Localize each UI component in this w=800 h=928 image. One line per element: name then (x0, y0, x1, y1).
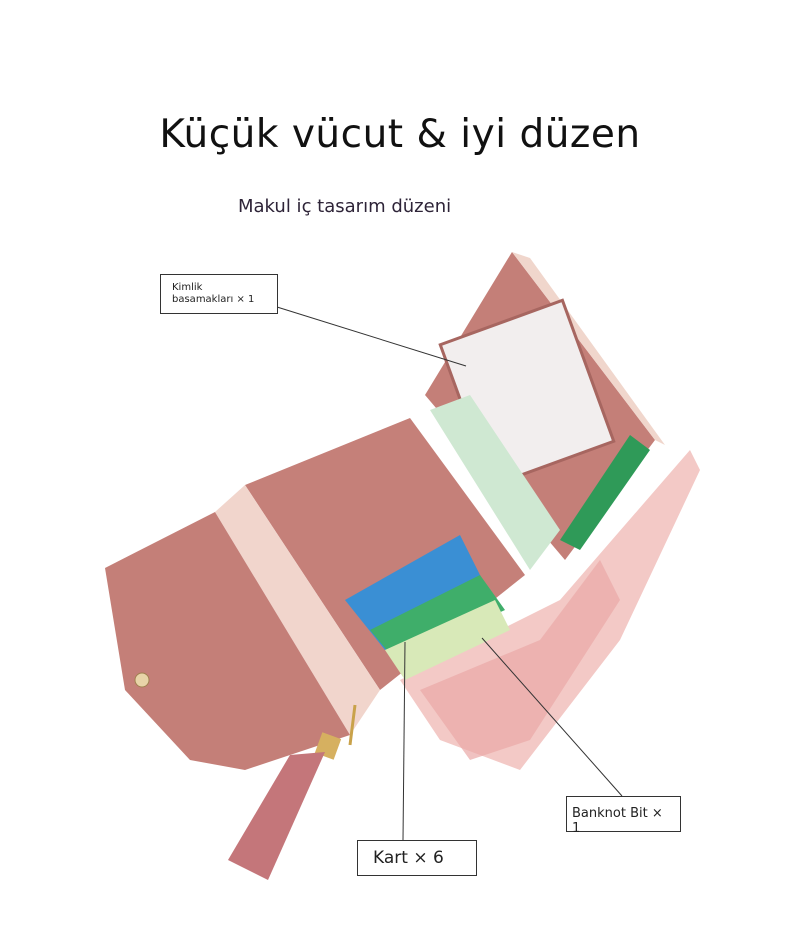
card-green (560, 435, 650, 550)
page-subtitle: Makul iç tasarım düzeni (238, 196, 452, 217)
wallet-flap (105, 512, 350, 770)
snap-button (134, 672, 150, 688)
tassel (228, 752, 325, 880)
callout-id-slot: Kimlik basamakları × 1 (160, 274, 278, 314)
callout-banknote: Banknot Bit × 1 (566, 796, 681, 836)
callout-cards: Kart × 6 (357, 840, 477, 876)
card-blue (345, 535, 490, 650)
page-title: Küçük vücut & iyi düzen (159, 112, 641, 157)
